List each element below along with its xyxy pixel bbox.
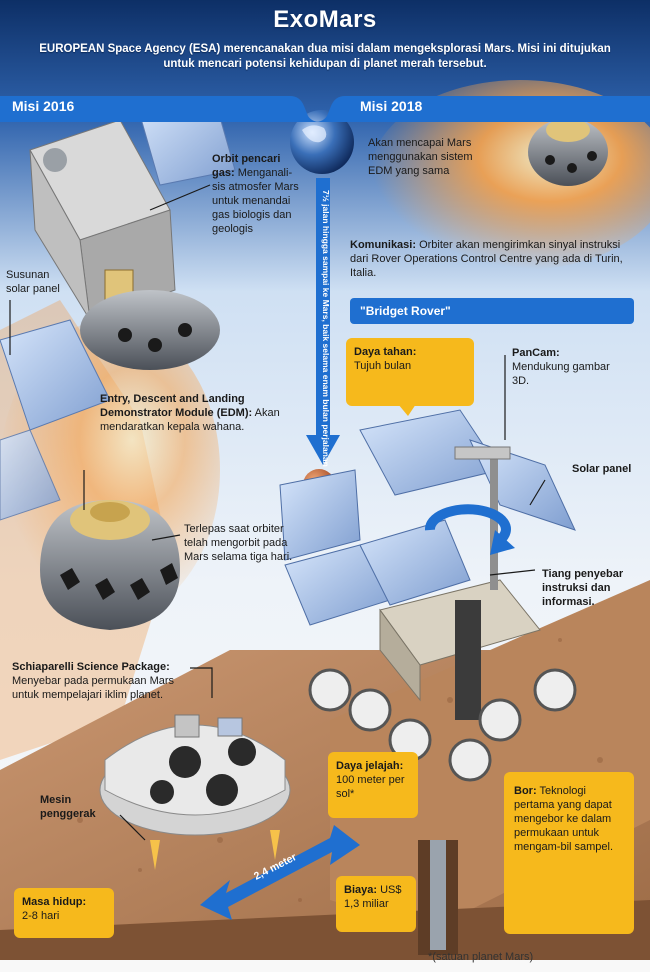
communication-label: Komunikasi: Orbiter akan mengirimkan sin… [350,238,632,280]
endurance-box: Daya tahan: Tujuh bulan [346,338,474,406]
orbiter-body: Menganali-sis atmosfer Mars untuk menand… [212,167,299,235]
cost-title: Biaya: [344,884,378,896]
cost-body: US$ 1,3 miliar [344,884,402,910]
range-title: Daya jelajah: [336,760,404,772]
section-tab-bar [0,96,650,122]
communication-body: Orbiter akan mengirimkan sinyal instruks… [350,239,623,279]
edm-label: Entry, Descent and Landing Demonstrator … [100,392,280,434]
thrusters-label: Mesin penggerak [40,794,96,820]
tab-mission-2018: Misi 2018 [360,98,423,114]
drill-title: Bor: [514,785,537,797]
edm-2018-note: Akan mencapai Mars menggunakan sistem ED… [368,137,473,177]
endurance-body: Tujuh bulan [354,360,412,372]
footnote: *(satuan planet Mars) [428,951,534,963]
release-label: Terlepas saat orbiter telah mengorbit pa… [184,523,293,563]
range-box: Daya jelajah: 100 meter per sol* [328,752,418,818]
solar-panel-2018-label: Solar panel [572,463,632,475]
pancam-label: PanCam: Mendukung gambar 3D. [512,346,612,388]
solar-panel-2016-label: Susunan solar panel [6,269,60,295]
mast-label: Tiang penyebar instruksi dan informasi. [542,568,624,608]
orbiter-title: Orbit pencari gas: [212,153,281,179]
range-body: 100 meter per sol* [336,774,405,800]
lifetime-title: Masa hidup: [22,896,87,908]
edm-title: Entry, Descent and Landing Demonstrator … [100,393,253,419]
pancam-body: Mendukung gambar 3D. [512,361,610,387]
orbiter-label: Orbit pencari gas: Menganali-sis atmosfe… [212,152,302,236]
schiaparelli-body: Menyebar pada permukaan Mars untuk mempe… [12,675,175,701]
endurance-box-pointer [398,404,416,416]
drill-box: Bor: Teknologi pertama yang dapat mengeb… [504,772,634,934]
communication-title: Komunikasi: [350,239,417,251]
intro-text: EUROPEAN Space Agency (ESA) merencanakan… [39,43,611,70]
page-title: ExoMars [273,6,377,33]
tab-mission-2016: Misi 2016 [12,98,75,114]
schiaparelli-label: Schiaparelli Science Package: Menyebar p… [12,660,192,702]
lifetime-body: 2-8 hari [22,910,60,922]
cost-box: Biaya: US$ 1,3 miliar [336,876,416,932]
drill-body: Teknologi pertama yang dapat mengebor ke… [514,785,614,853]
rover-header: "Bridget Rover" [350,298,634,324]
lifetime-box: Masa hidup: 2-8 hari [14,888,114,938]
endurance-title: Daya tahan: [354,346,417,358]
schiaparelli-title: Schiaparelli Science Package: [12,661,170,673]
edm-body: Akan mendaratkan kepala wahana. [100,407,280,433]
pancam-title: PanCam: [512,347,560,359]
travel-note: 7½ jalan hingga sampai ke Mars, baik sel… [321,190,331,467]
